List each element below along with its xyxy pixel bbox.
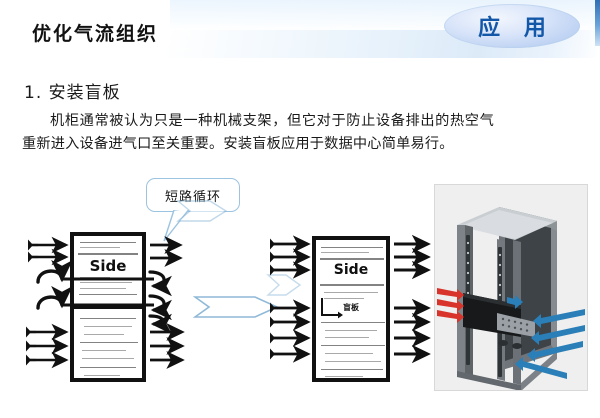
page-title: 优化气流组织	[32, 23, 159, 45]
rack-texture-line	[321, 252, 369, 253]
rack-texture-line	[80, 367, 136, 368]
rack-texture-line	[84, 334, 124, 335]
rack-texture-line	[82, 358, 134, 359]
rack-texture-line	[84, 375, 120, 376]
blanking-panel-label: 盲板	[342, 302, 360, 313]
rack-texture-line	[84, 326, 132, 327]
section-heading: 1. 安装盲板	[24, 83, 121, 103]
diagram-after: Side 盲板	[256, 228, 436, 386]
transition-chevron-icon-upper	[176, 200, 228, 222]
right-edge-accent	[595, 0, 600, 46]
section-badge-label: 应 用	[478, 16, 554, 41]
rack-texture-line	[321, 322, 385, 323]
rack-texture-line	[321, 247, 383, 248]
rack-photo	[434, 184, 588, 391]
right-edge-filler	[597, 46, 600, 418]
section-badge-shape	[444, 4, 580, 48]
transition-chevron-icon	[193, 296, 279, 318]
rack-texture-line	[79, 294, 137, 295]
rack-texture-line	[80, 318, 136, 319]
rack-texture-line	[325, 330, 377, 331]
rack-texture-line	[320, 258, 384, 260]
rack-texture-line	[325, 361, 381, 362]
rack-texture-line	[324, 292, 378, 293]
rack-texture-line	[80, 342, 138, 343]
rack-texture-line	[321, 345, 385, 346]
rack-texture-line	[80, 242, 136, 243]
rack-texture-line	[320, 284, 384, 286]
rack-texture-line	[325, 353, 373, 354]
rack-texture-line	[321, 369, 383, 370]
rack-label-before: Side	[89, 257, 127, 275]
rack-texture-line	[82, 350, 126, 351]
rack-texture-line	[80, 247, 120, 248]
blanking-panel-pointer-icon	[321, 298, 343, 319]
cold-air-arrows	[507, 295, 585, 379]
rack-texture-line	[80, 288, 126, 289]
airflow-arrows-before	[25, 236, 185, 369]
rack-label-after: Side	[333, 262, 369, 278]
rack-texture-line	[80, 282, 132, 283]
hot-air-arrows	[437, 288, 464, 323]
rack-divider	[74, 306, 142, 309]
transition-chevron-icon-right	[266, 274, 302, 296]
rack-texture-line	[324, 298, 364, 299]
rack-texture-line	[78, 253, 138, 255]
rack-after: Side 盲板	[312, 236, 390, 382]
rack-texture-line	[325, 337, 369, 338]
diagram-before: Side	[8, 228, 188, 386]
rack-photo-illustration	[435, 185, 587, 390]
body-paragraph: 机柜通常被认为只是一种机械支架，但它对于防止设备排出的热空气重新进入设备进气口至…	[22, 113, 494, 152]
rack-texture-line	[325, 376, 363, 377]
airflow-arrows-after	[269, 234, 431, 364]
